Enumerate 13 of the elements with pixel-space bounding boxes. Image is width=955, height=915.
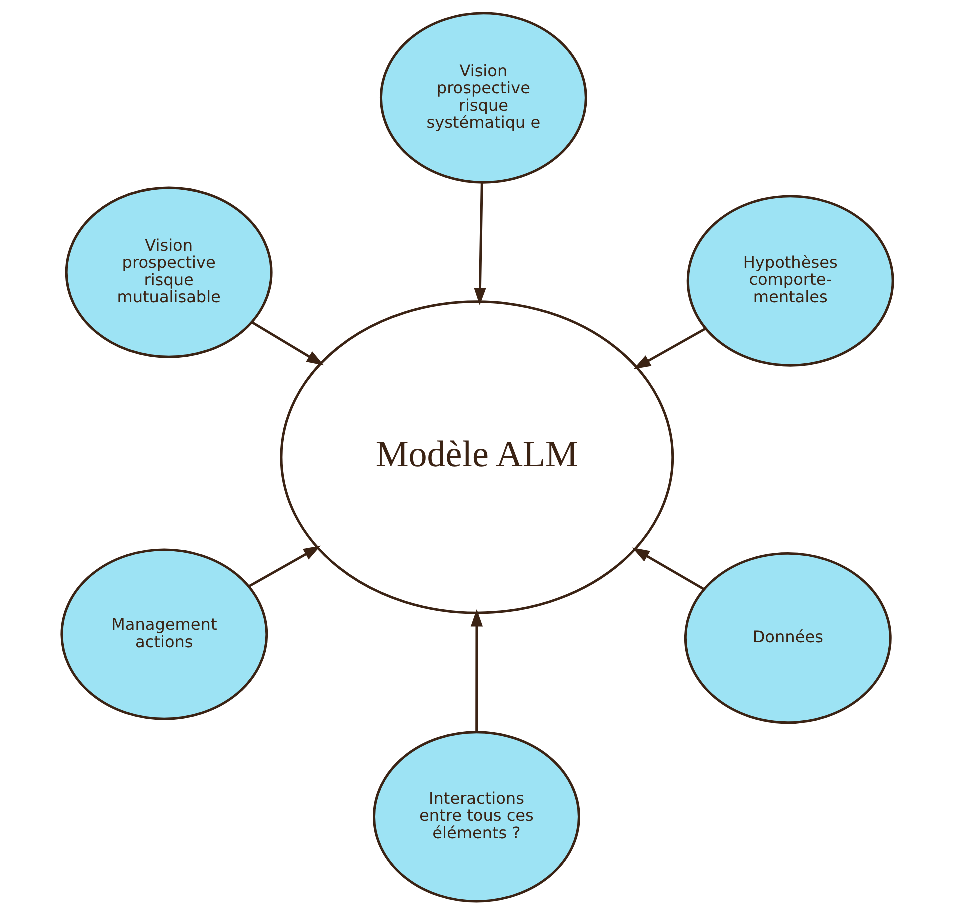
arrow	[632, 548, 705, 590]
node-ellipse: Interactions entre tous ces éléments ?	[373, 731, 580, 903]
node-ellipse: Données	[684, 552, 892, 724]
arrow	[634, 328, 706, 370]
arrow	[470, 609, 484, 732]
arrow	[474, 182, 486, 306]
arrow	[251, 321, 324, 366]
node-ellipse: Vision prospective risque mutualisable	[65, 186, 273, 358]
node-ellipse: Modèle ALM	[280, 300, 674, 614]
node-ellipse: Hypothèses comporte- mentales	[686, 195, 894, 367]
arrow	[248, 546, 321, 588]
node-ellipse: Management actions	[60, 548, 268, 720]
node-ellipse: Vision prospective risque systématiqu e	[380, 12, 588, 184]
